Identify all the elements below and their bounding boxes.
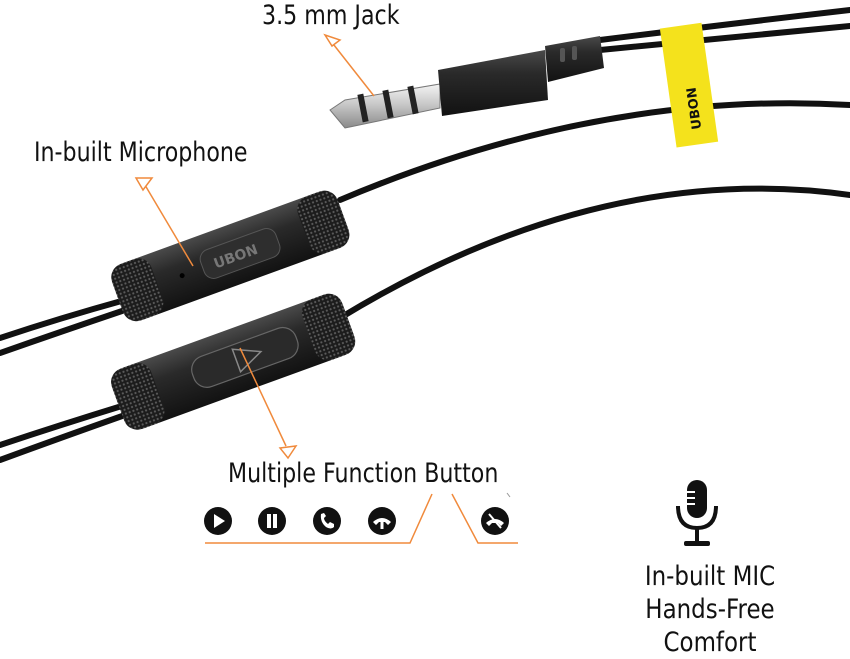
pause-icon [258,507,286,535]
microphone-housing: UBON [111,190,350,322]
earphone-product-image: UBON UBON [0,7,850,544]
microphone-icon [676,480,718,546]
microphone-label: In-built Microphone [34,137,248,168]
call-icon [313,507,341,535]
reject-call-icon [481,507,509,535]
multi-function-button-label: Multiple Function Button [228,458,499,489]
mic-caption-line2: Hands-Free Comfort [645,594,775,658]
cables [0,7,850,463]
divider-marks [506,492,511,498]
jack-label: 3.5 mm Jack [262,0,400,31]
mic-caption-line1: In-built MIC [644,561,776,592]
end-call-icon [368,507,396,535]
mic-caption: In-built MIC Hands-Free Comfort [575,560,845,659]
brand-tag: UBON [659,22,719,148]
mic-hole [179,273,185,279]
tag-logo-text: UBON [684,86,705,130]
audio-jack [329,36,604,129]
play-icon [204,507,232,535]
callout-lines [134,33,518,544]
